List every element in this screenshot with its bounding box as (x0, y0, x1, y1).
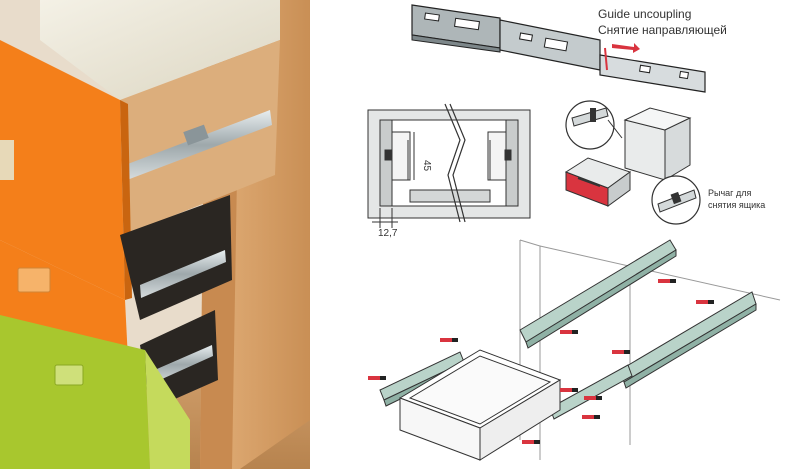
lever-label-line1: Рычаг для (708, 188, 751, 198)
guide-label-en: Guide uncoupling (598, 7, 691, 21)
bottom-drawer-front (0, 315, 150, 469)
drawer-rail-lower (549, 364, 633, 420)
dim-height-label: 45 (421, 160, 432, 172)
slide-diagrams: Guide uncoupling Снятие направляющей 45 … (367, 4, 781, 461)
lever-label-line2: снятия ящика (708, 200, 765, 210)
screw-icons (368, 279, 714, 444)
cabinet-rail-upper (519, 239, 677, 343)
guide-label-ru: Снятие направляющей (598, 23, 727, 37)
dim-width-label: 12,7 (378, 228, 398, 239)
guide-rail-diagram (411, 4, 706, 93)
installation-diagram (368, 239, 781, 461)
top-drawer-inner (40, 0, 280, 100)
top-drawer-front (0, 40, 125, 300)
cross-section-diagram (367, 103, 531, 228)
uncouple-arrow-icon (612, 43, 640, 53)
cabinet-rail-right (619, 291, 757, 383)
drawer-photo (0, 0, 310, 469)
lever-diagram (564, 100, 701, 225)
